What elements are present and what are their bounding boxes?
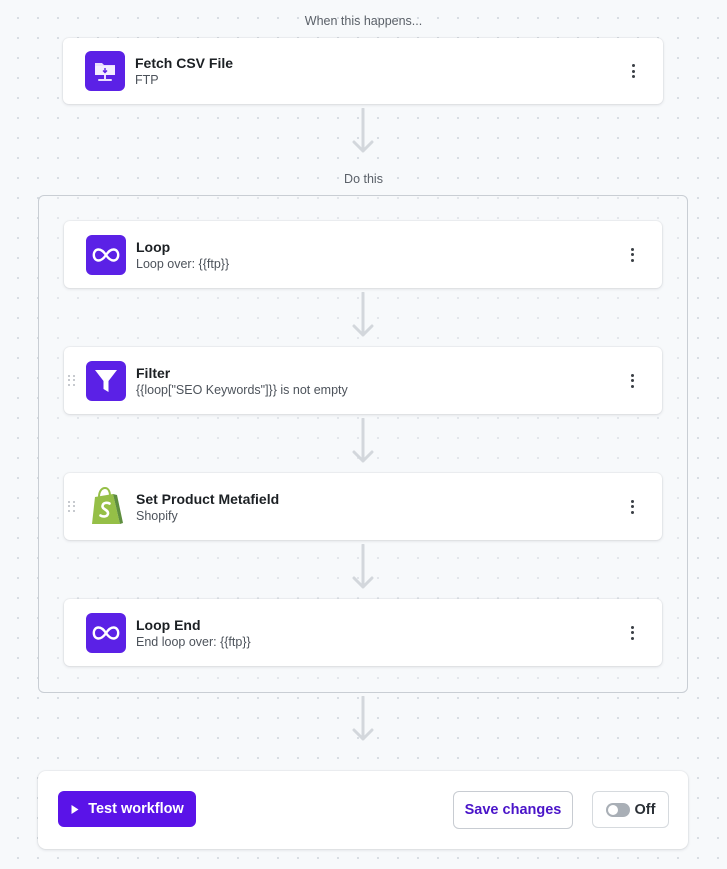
step-subtitle: Loop over: {{ftp}} — [136, 256, 230, 271]
play-icon — [71, 804, 79, 814]
more-options-icon[interactable] — [625, 61, 641, 81]
step-title: Filter — [136, 364, 171, 381]
step-card-loop-end[interactable]: Loop End End loop over: {{ftp}} — [64, 599, 662, 666]
drag-handle-icon[interactable] — [68, 374, 76, 387]
more-options-icon[interactable] — [624, 371, 640, 391]
workflow-enabled-toggle[interactable]: Off — [592, 791, 669, 828]
flow-arrow-icon — [352, 544, 374, 589]
step-subtitle: Shopify — [136, 508, 178, 523]
step-title: Loop End — [136, 616, 201, 633]
save-changes-button[interactable]: Save changes — [453, 791, 573, 829]
step-subtitle: FTP — [135, 73, 159, 87]
step-subtitle: End loop over: {{ftp}} — [136, 634, 251, 649]
actions-section-label: Do this — [344, 172, 383, 186]
test-workflow-button[interactable]: Test workflow — [58, 791, 196, 827]
flow-arrow-icon — [352, 292, 374, 337]
more-options-icon[interactable] — [624, 623, 640, 643]
flow-arrow-icon — [352, 696, 374, 741]
shopify-bag-icon — [86, 486, 126, 527]
step-subtitle: {{loop["SEO Keywords"]}} is not empty — [136, 382, 348, 397]
workflow-footer: Test workflow Save changes Off — [38, 771, 688, 849]
step-title: Loop — [136, 238, 171, 255]
more-options-icon[interactable] — [624, 497, 640, 517]
test-workflow-label: Test workflow — [88, 801, 184, 817]
step-card-loop[interactable]: Loop Loop over: {{ftp}} — [64, 221, 662, 288]
infinity-icon — [86, 612, 126, 653]
trigger-section-label: When this happens... — [304, 14, 423, 28]
step-card-set-product-metafield[interactable]: Set Product Metafield Shopify — [64, 473, 662, 540]
flow-arrow-icon — [352, 108, 374, 153]
more-options-icon[interactable] — [624, 245, 640, 265]
step-title: Set Product Metafield — [136, 490, 280, 507]
infinity-icon — [86, 234, 126, 275]
funnel-icon — [86, 360, 126, 401]
step-title: Fetch CSV File — [135, 55, 234, 71]
toggle-label: Off — [634, 801, 656, 818]
drag-handle-icon[interactable] — [68, 500, 76, 513]
step-card-fetch-csv[interactable]: Fetch CSV File FTP — [63, 38, 663, 104]
toggle-switch-icon — [605, 802, 630, 817]
step-card-filter[interactable]: Filter {{loop["SEO Keywords"]}} is not e… — [64, 347, 662, 414]
flow-arrow-icon — [352, 418, 374, 463]
folder-download-icon — [85, 51, 125, 91]
